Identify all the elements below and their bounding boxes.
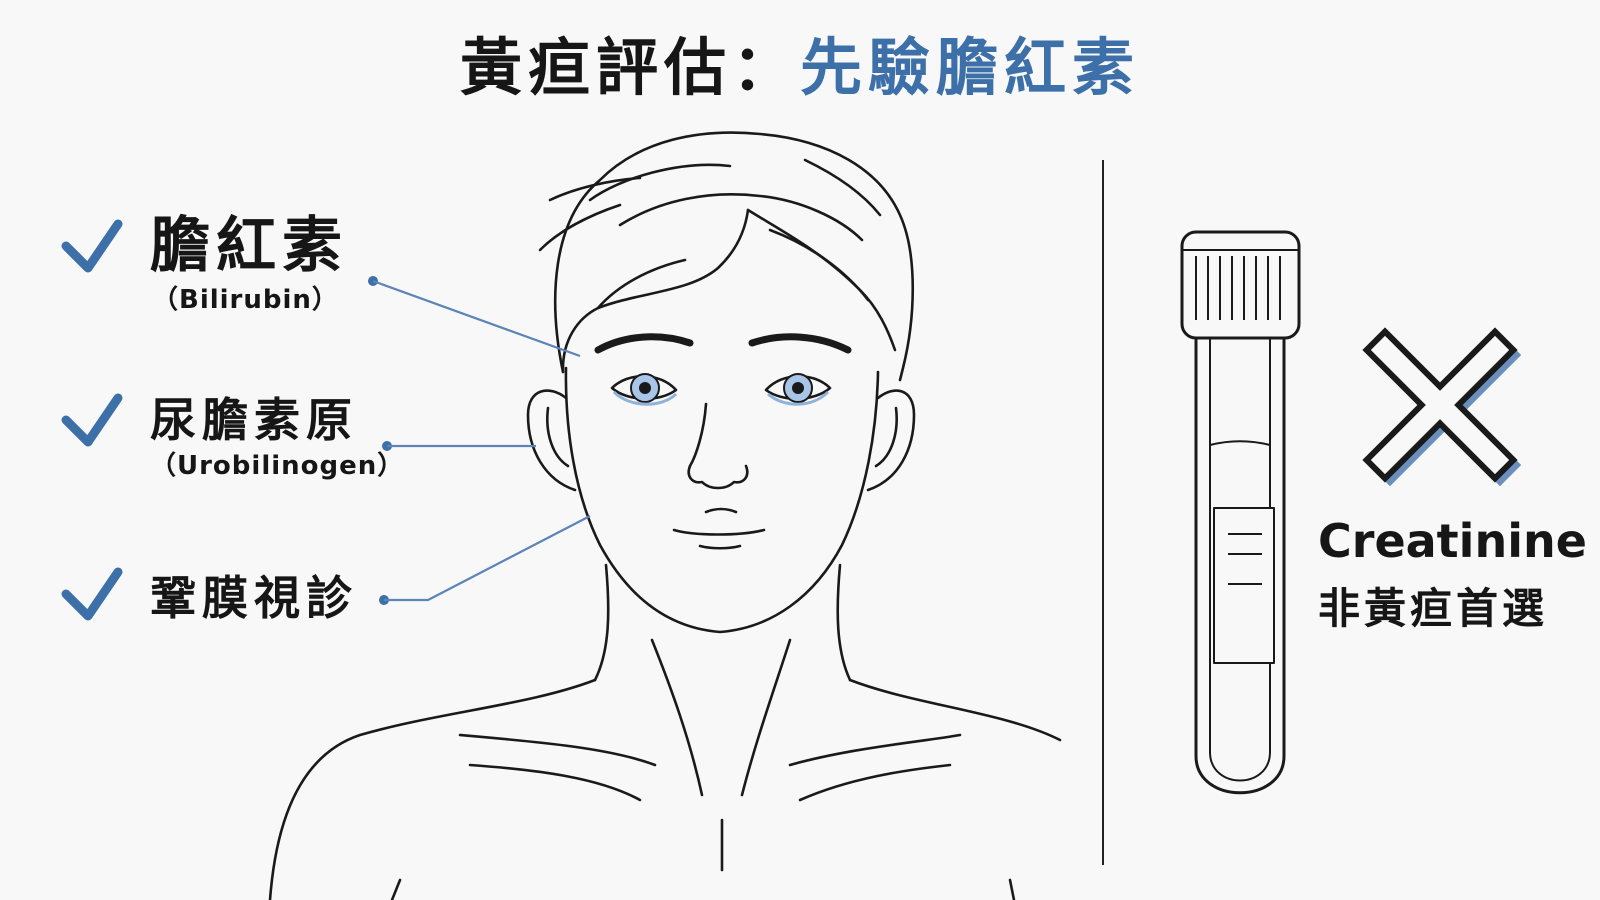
person-illustration [268, 131, 1062, 900]
connector-lines [368, 276, 591, 605]
label-urobilinogen-en: （Urobilinogen） [150, 451, 405, 481]
label-bilirubin: 膽紅素 （Bilirubin） [150, 210, 370, 318]
label-bilirubin-zh: 膽紅素 [150, 211, 348, 281]
eyes [612, 373, 830, 406]
check-icon-2 [61, 393, 123, 447]
creatinine-note: 非黃疸首選 [1318, 584, 1549, 633]
title-highlight: 先驗膽紅素 [800, 31, 1141, 104]
label-bilirubin-en: （Bilirubin） [152, 285, 339, 315]
left-pupil [639, 382, 651, 394]
test-tube-icon [1180, 230, 1301, 795]
creatinine-label: Creatinine [1318, 514, 1587, 568]
label-scleral-exam: 鞏膜視診 [150, 570, 390, 626]
connector-line-1 [372, 279, 581, 358]
check-icon-1 [61, 219, 123, 273]
right-pupil [792, 382, 804, 394]
label-urobilinogen: 尿膽素原 （Urobilinogen） [150, 392, 405, 484]
check-icons [61, 219, 123, 621]
label-urobilinogen-zh: 尿膽素原 [150, 393, 358, 447]
cross-icon [1362, 327, 1522, 487]
connector-line-3 [384, 515, 591, 602]
title-main: 黃疸評估： [459, 31, 800, 104]
label-scleral-exam-zh: 鞏膜視診 [150, 571, 358, 625]
check-icon-3 [61, 567, 123, 621]
page-title: 黃疸評估：先驗膽紅素 [0, 28, 1600, 108]
